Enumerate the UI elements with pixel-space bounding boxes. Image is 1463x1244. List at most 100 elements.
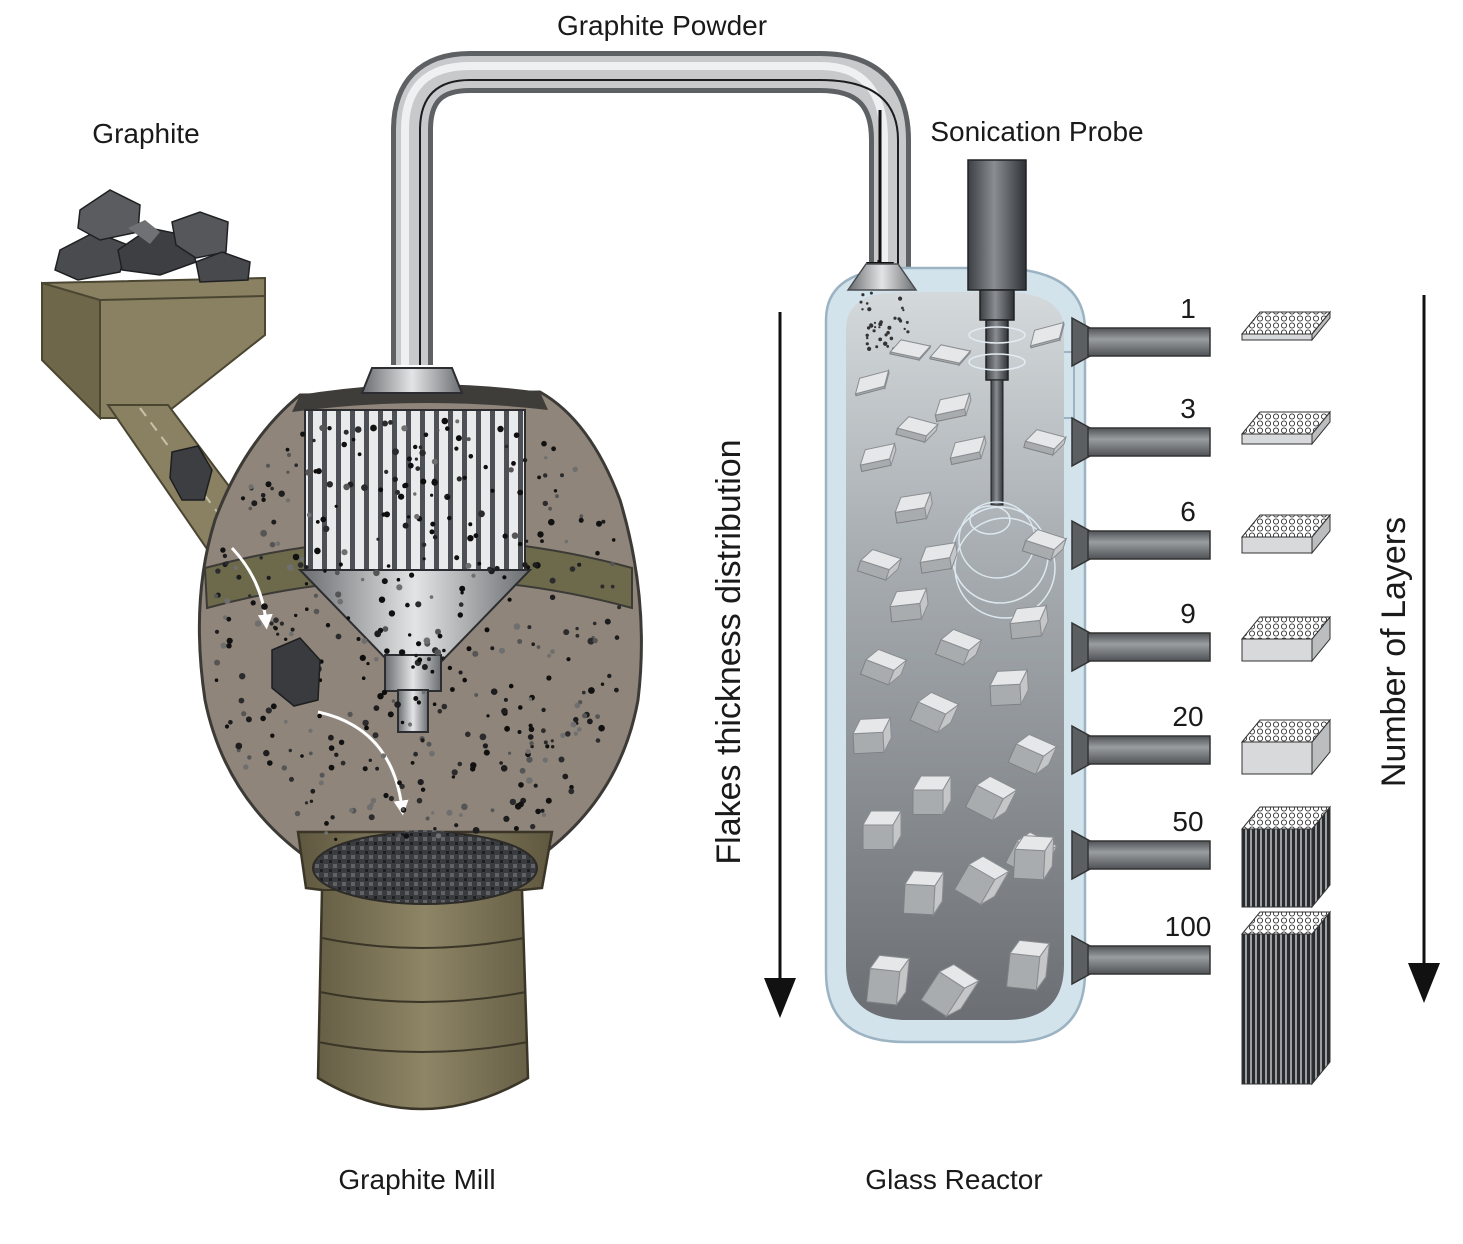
mill-particle [565,731,571,737]
mill-particle [578,517,584,523]
graphite-mill-label: Graphite Mill [338,1164,495,1195]
powder-particle [878,326,881,329]
mill-particle [267,760,273,766]
powder-particle [899,319,903,323]
powder-particle [898,296,903,301]
mill-particle [518,801,524,808]
mill-particle [387,711,394,718]
mill-particle [403,482,409,488]
graphene-stack-3 [1240,410,1332,446]
mill-particle [334,504,338,508]
graphite-flake [859,648,908,687]
mill-particle [465,562,472,569]
mill-particle [315,520,320,524]
mill-particle [611,538,616,542]
mill-particle [535,808,541,815]
mill-particle [374,657,379,662]
mill-particle [540,808,545,813]
mill-particle [334,570,340,576]
powder-particle [883,341,888,346]
mill-particle [575,626,579,631]
mill-particle [466,437,471,442]
mill-particle [533,783,538,788]
mill-particle [511,532,519,539]
mill-particle [447,515,452,521]
mill-particle [378,596,386,603]
mill-particle [383,792,389,799]
mill-particle [483,749,490,756]
mill-particle [373,569,380,577]
mill-particle [362,719,369,727]
mill-particle [388,795,394,802]
flakes-thickness-arrow [764,312,796,1018]
mill-particle [517,730,522,734]
mill-particle [405,602,410,608]
mill-particle [458,602,464,607]
mill-particle [413,751,418,757]
mill-particle [429,595,434,599]
mill-particle [313,608,320,615]
mill-particle [413,444,418,450]
mill-particle [273,626,278,631]
mill-particle [435,428,440,433]
mill-particle [432,535,438,540]
mill-particle [403,833,410,839]
mill-particle [335,633,342,640]
mill-particle [451,769,458,776]
mill-particle [359,654,366,662]
mill-particle [573,731,579,736]
outlet-pipe [1087,735,1211,765]
mill-particle [518,782,524,788]
mill-particle [224,724,230,729]
mill-particle [312,438,316,443]
mill-particle [228,720,233,725]
mill-particle [549,594,556,600]
mill-particle [433,827,437,831]
powder-particle [861,308,864,311]
mill-particle [566,657,571,662]
mill-particle [284,637,288,641]
mill-particle [437,709,443,714]
mill-particle [601,519,606,524]
mill-particles [213,417,622,842]
mill-particle [398,493,405,500]
mill-particle [251,500,258,507]
mill-particle [375,766,379,771]
mill-particle [541,707,546,713]
powder-particle [902,309,905,312]
mill-particle [235,742,243,750]
mill-particle [502,533,508,539]
mill-particle [259,556,264,560]
mill-particle [503,815,510,823]
mill-particle [430,493,434,497]
graphite-powder-label: Graphite Powder [557,10,767,41]
outlet-layer-count: 6 [1180,496,1196,527]
mill-particle [325,623,331,628]
graphene-stack-9 [1240,615,1332,663]
mill-particle [270,733,275,738]
graphene-stack-1 [1240,310,1332,342]
mill-particle [338,562,343,567]
mill-particle [245,716,252,723]
powder-particle [906,330,910,334]
mill-particle [478,510,485,518]
mill-particle [326,481,333,488]
mill-particle [490,808,495,813]
mill-particle [420,478,427,485]
mill-particle [224,561,229,566]
mill-particle [456,476,462,482]
mill-particle [362,766,368,772]
mill-particle [529,741,534,746]
graphite-flake [889,586,929,623]
mill-particle [260,715,266,722]
mill-particle [434,649,442,656]
mill-particle [610,584,615,589]
mill-particle [450,687,455,692]
mill-particle [435,628,441,635]
mill-particle [526,756,533,763]
mill-particle [569,784,574,790]
graphite-flake [1009,603,1049,640]
graphite-flake [1007,733,1058,776]
outlet-pipe [1087,327,1211,357]
mill-particle [397,780,402,786]
